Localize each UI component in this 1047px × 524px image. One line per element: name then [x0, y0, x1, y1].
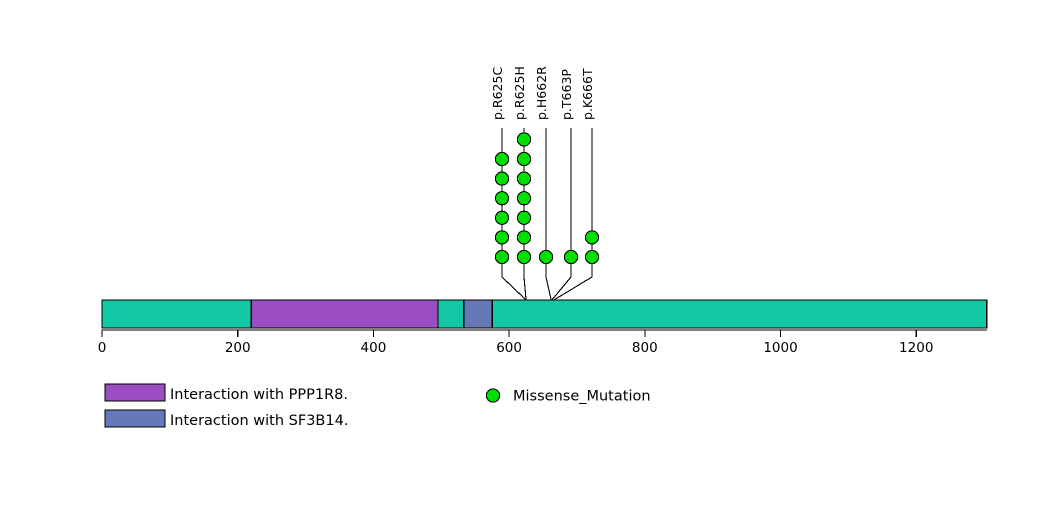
mutation-dot[interactable] — [538, 249, 554, 265]
axis-tick-label: 600 — [496, 340, 522, 356]
legend-swatch-domain-1 — [104, 383, 166, 402]
domain-region-2[interactable] — [463, 299, 493, 329]
mutation-dot[interactable] — [584, 230, 600, 245]
mutation-labels-group: p.R625C p.R625H p.H662R p.T663P p.K666T — [490, 66, 595, 120]
axis-tick-label: 0 — [98, 340, 107, 356]
mutation-dot[interactable] — [516, 230, 532, 245]
axis-tick-label: 200 — [225, 340, 251, 356]
legend-label-mutation: Missense_Mutation — [513, 389, 651, 405]
mutation-dot[interactable] — [494, 249, 510, 265]
axis-tick-label: 800 — [632, 340, 658, 356]
mutation-label: p.K666T — [580, 68, 595, 120]
mutation-dot[interactable] — [516, 151, 532, 167]
mutation-dot[interactable] — [494, 191, 510, 206]
mutation-dot[interactable] — [516, 210, 532, 225]
legend-label-domain-2: Interaction with SF3B14. — [170, 413, 348, 429]
mutation-label: p.H662R — [534, 66, 549, 120]
axis-tick-label: 1200 — [899, 340, 933, 356]
mutation-dot[interactable] — [516, 132, 532, 147]
mutation-dot[interactable] — [494, 210, 510, 225]
legend-swatch-mutation — [485, 388, 501, 403]
protein-bar-group — [101, 299, 988, 329]
mutation-label: p.R625H — [512, 66, 527, 120]
legend-group: Interaction with PPP1R8. Interaction with… — [104, 383, 651, 429]
axis-tick-label: 400 — [361, 340, 387, 356]
mutation-dots-group — [494, 132, 600, 265]
mutation-dot[interactable] — [494, 230, 510, 245]
axis-tick-label: 1000 — [763, 340, 797, 356]
mutation-dot[interactable] — [516, 171, 532, 186]
mutation-label: p.T663P — [559, 69, 574, 120]
mutation-dot[interactable] — [494, 151, 510, 167]
mutation-label: p.R625C — [490, 67, 505, 120]
domain-region-1[interactable] — [250, 299, 439, 329]
mutation-stem — [545, 128, 552, 301]
protein-backbone-bar — [101, 299, 988, 329]
mutation-stem — [551, 128, 572, 301]
mutation-dot[interactable] — [563, 249, 579, 265]
legend-swatch-domain-2 — [104, 409, 166, 428]
legend-label-domain-1: Interaction with PPP1R8. — [170, 387, 348, 403]
mutation-dot[interactable] — [584, 249, 600, 265]
mutation-stem — [553, 128, 593, 301]
mutation-dot[interactable] — [494, 171, 510, 186]
mutation-stems-group — [501, 128, 593, 301]
mutation-dot[interactable] — [516, 249, 532, 265]
x-axis-group: 0 200 400 600 800 1000 1200 — [98, 329, 987, 356]
mutation-dot[interactable] — [516, 191, 532, 206]
